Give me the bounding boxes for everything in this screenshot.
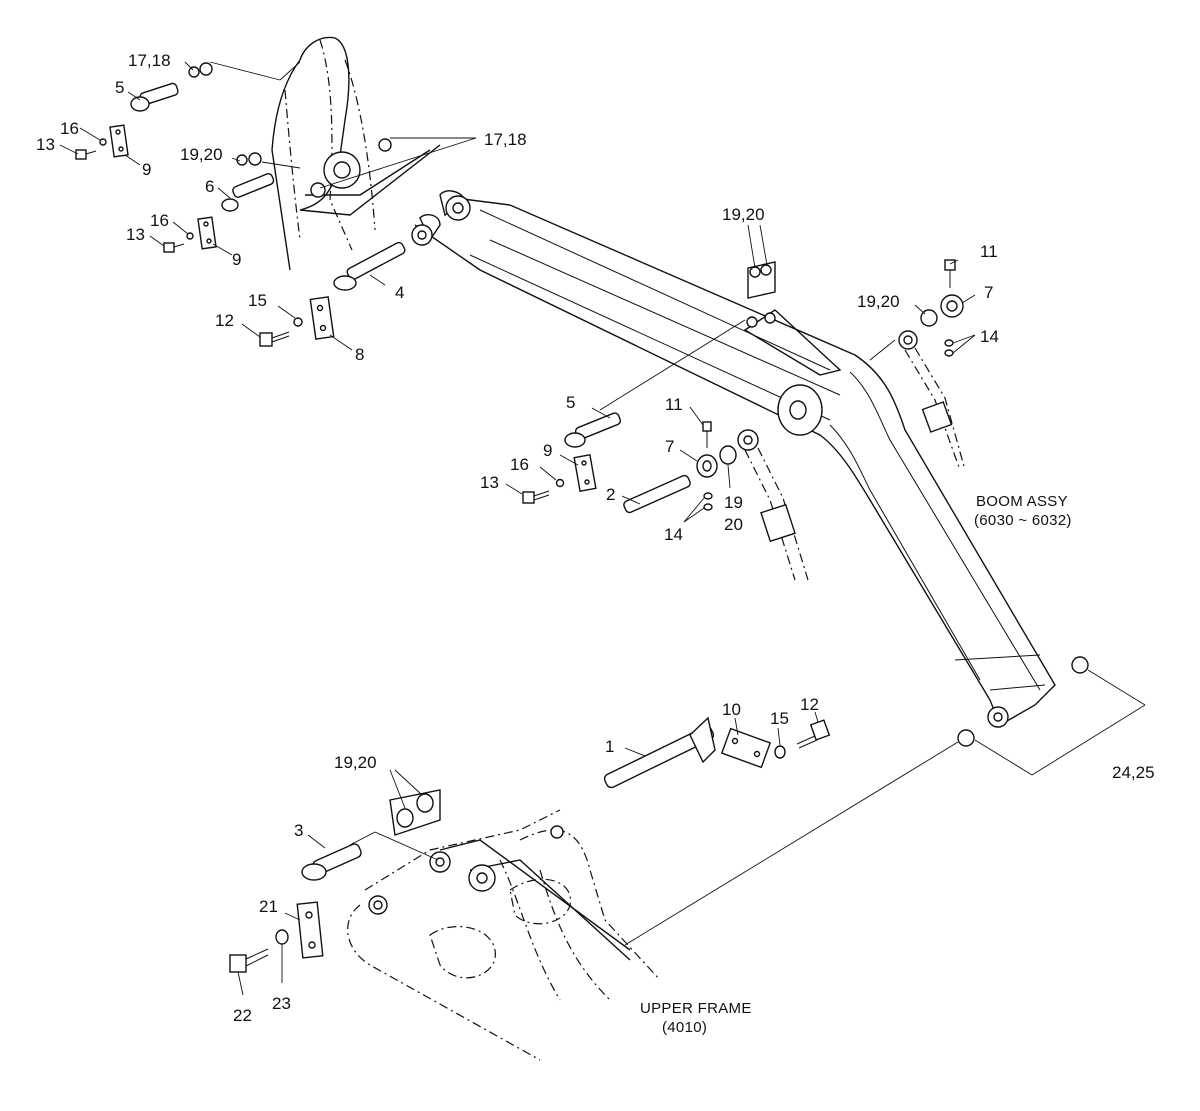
plate-10: [720, 727, 772, 769]
boom-outline: [411, 190, 1056, 728]
callout-13-low: 13: [480, 473, 499, 492]
callout-19-20-arm: 19,20: [180, 145, 223, 164]
shim-19-20-cylinder: [719, 445, 737, 465]
callout-15-low: 15: [770, 709, 789, 728]
pin-2: [623, 474, 691, 514]
pin-1: [603, 716, 716, 789]
callout-23: 23: [272, 994, 291, 1013]
bolt-12-lower: [796, 719, 831, 749]
callout-13-top: 13: [36, 135, 55, 154]
callout-19-mid: 19: [724, 493, 743, 512]
callout-14-mid: 14: [664, 525, 683, 544]
bolt-22: [229, 948, 269, 973]
nut-14-upper: [944, 339, 954, 357]
plate-9-lower: [573, 454, 597, 492]
washer-15: [293, 317, 303, 327]
callout-16-mid: 16: [150, 211, 169, 230]
pin-3: [301, 843, 362, 881]
shim-17-18-upper: [188, 62, 213, 78]
callout-4: 4: [395, 283, 404, 302]
callout-16-top: 16: [60, 119, 79, 138]
callout-1: 1: [605, 737, 614, 756]
bolt-11-upper: [944, 259, 956, 288]
nut-14-middle: [703, 492, 713, 511]
boom-assy-ref: (6030 ~ 6032): [974, 512, 1072, 529]
plate-9-upper: [109, 124, 129, 158]
callout-21: 21: [259, 897, 278, 916]
boom-assy-label: BOOM ASSY: [976, 493, 1068, 510]
callout-16-low: 16: [510, 455, 529, 474]
callout-17-18-top: 17,18: [128, 51, 171, 70]
callout-7-top: 7: [984, 283, 993, 302]
bolt-13-middle: [163, 242, 185, 253]
callout-10: 10: [722, 700, 741, 719]
callout-13-mid: 13: [126, 225, 145, 244]
upper-frame-outline: [347, 809, 661, 1061]
callout-9-mid: 9: [232, 250, 241, 269]
callout-20-mid: 20: [724, 515, 743, 534]
callout-5-top: 5: [115, 78, 124, 97]
callout-5-mid: 5: [566, 393, 575, 412]
washer-15-lower: [774, 745, 786, 759]
callout-14-top: 14: [980, 327, 999, 346]
callout-22: 22: [233, 1006, 252, 1025]
callout-11-top: 11: [980, 242, 998, 261]
callout-9-top: 9: [142, 160, 151, 179]
callout-7-mid: 7: [665, 437, 674, 456]
washer-16-lower: [555, 478, 565, 488]
callout-labels: 17,18 5 16 13 9 19,20 17,18 6 16 13 9 4 …: [36, 51, 1155, 1025]
washer-16-middle: [186, 232, 194, 240]
bushing-7-middle: [696, 454, 718, 478]
callout-12-top: 12: [215, 311, 234, 330]
callout-11-mid: 11: [665, 395, 683, 414]
arm-outline: [271, 36, 441, 271]
plate-21: [296, 901, 324, 959]
callout-2: 2: [606, 485, 615, 504]
shim-24-25: [957, 656, 1089, 747]
callout-24-25: 24,25: [1112, 763, 1155, 782]
shim-19-20-arm: [236, 152, 262, 166]
callout-15-top: 15: [248, 291, 267, 310]
callout-3: 3: [294, 821, 303, 840]
assembly-labels: BOOM ASSY (6030 ~ 6032) UPPER FRAME (401…: [640, 493, 1072, 1036]
shim-19-20-frame: [389, 789, 441, 836]
bolt-13-upper: [75, 149, 97, 160]
pin-6: [221, 173, 275, 212]
pin-5-middle: [564, 412, 622, 448]
pin-4: [333, 241, 406, 291]
bolt-12-upper: [259, 331, 290, 347]
arm-cylinder-outline: [898, 330, 966, 471]
callout-8: 8: [355, 345, 364, 364]
upper-frame-ref: (4010): [662, 1019, 707, 1036]
shim-19-20-boom: [747, 261, 776, 299]
bolt-11-middle: [702, 421, 712, 448]
callout-12-low: 12: [800, 695, 819, 714]
callout-19-20-frame: 19,20: [334, 753, 377, 772]
callout-19-20-right: 19,20: [857, 292, 900, 311]
callout-19-20-boom: 19,20: [722, 205, 765, 224]
washer-23: [275, 929, 289, 945]
plate-8: [309, 296, 335, 340]
leader-lines: [59, 61, 1146, 996]
callout-6: 6: [205, 177, 214, 196]
callout-17-18-right: 17,18: [484, 130, 527, 149]
bushing-7-upper: [940, 294, 964, 318]
boom-cylinder-outline: [737, 429, 809, 581]
plate-9-middle: [197, 216, 217, 250]
bolt-13-lower: [522, 490, 550, 504]
upper-frame-label: UPPER FRAME: [640, 1000, 752, 1017]
pin-5-upper: [130, 82, 179, 112]
callout-9-low: 9: [543, 441, 552, 460]
washer-16-upper: [99, 138, 107, 146]
